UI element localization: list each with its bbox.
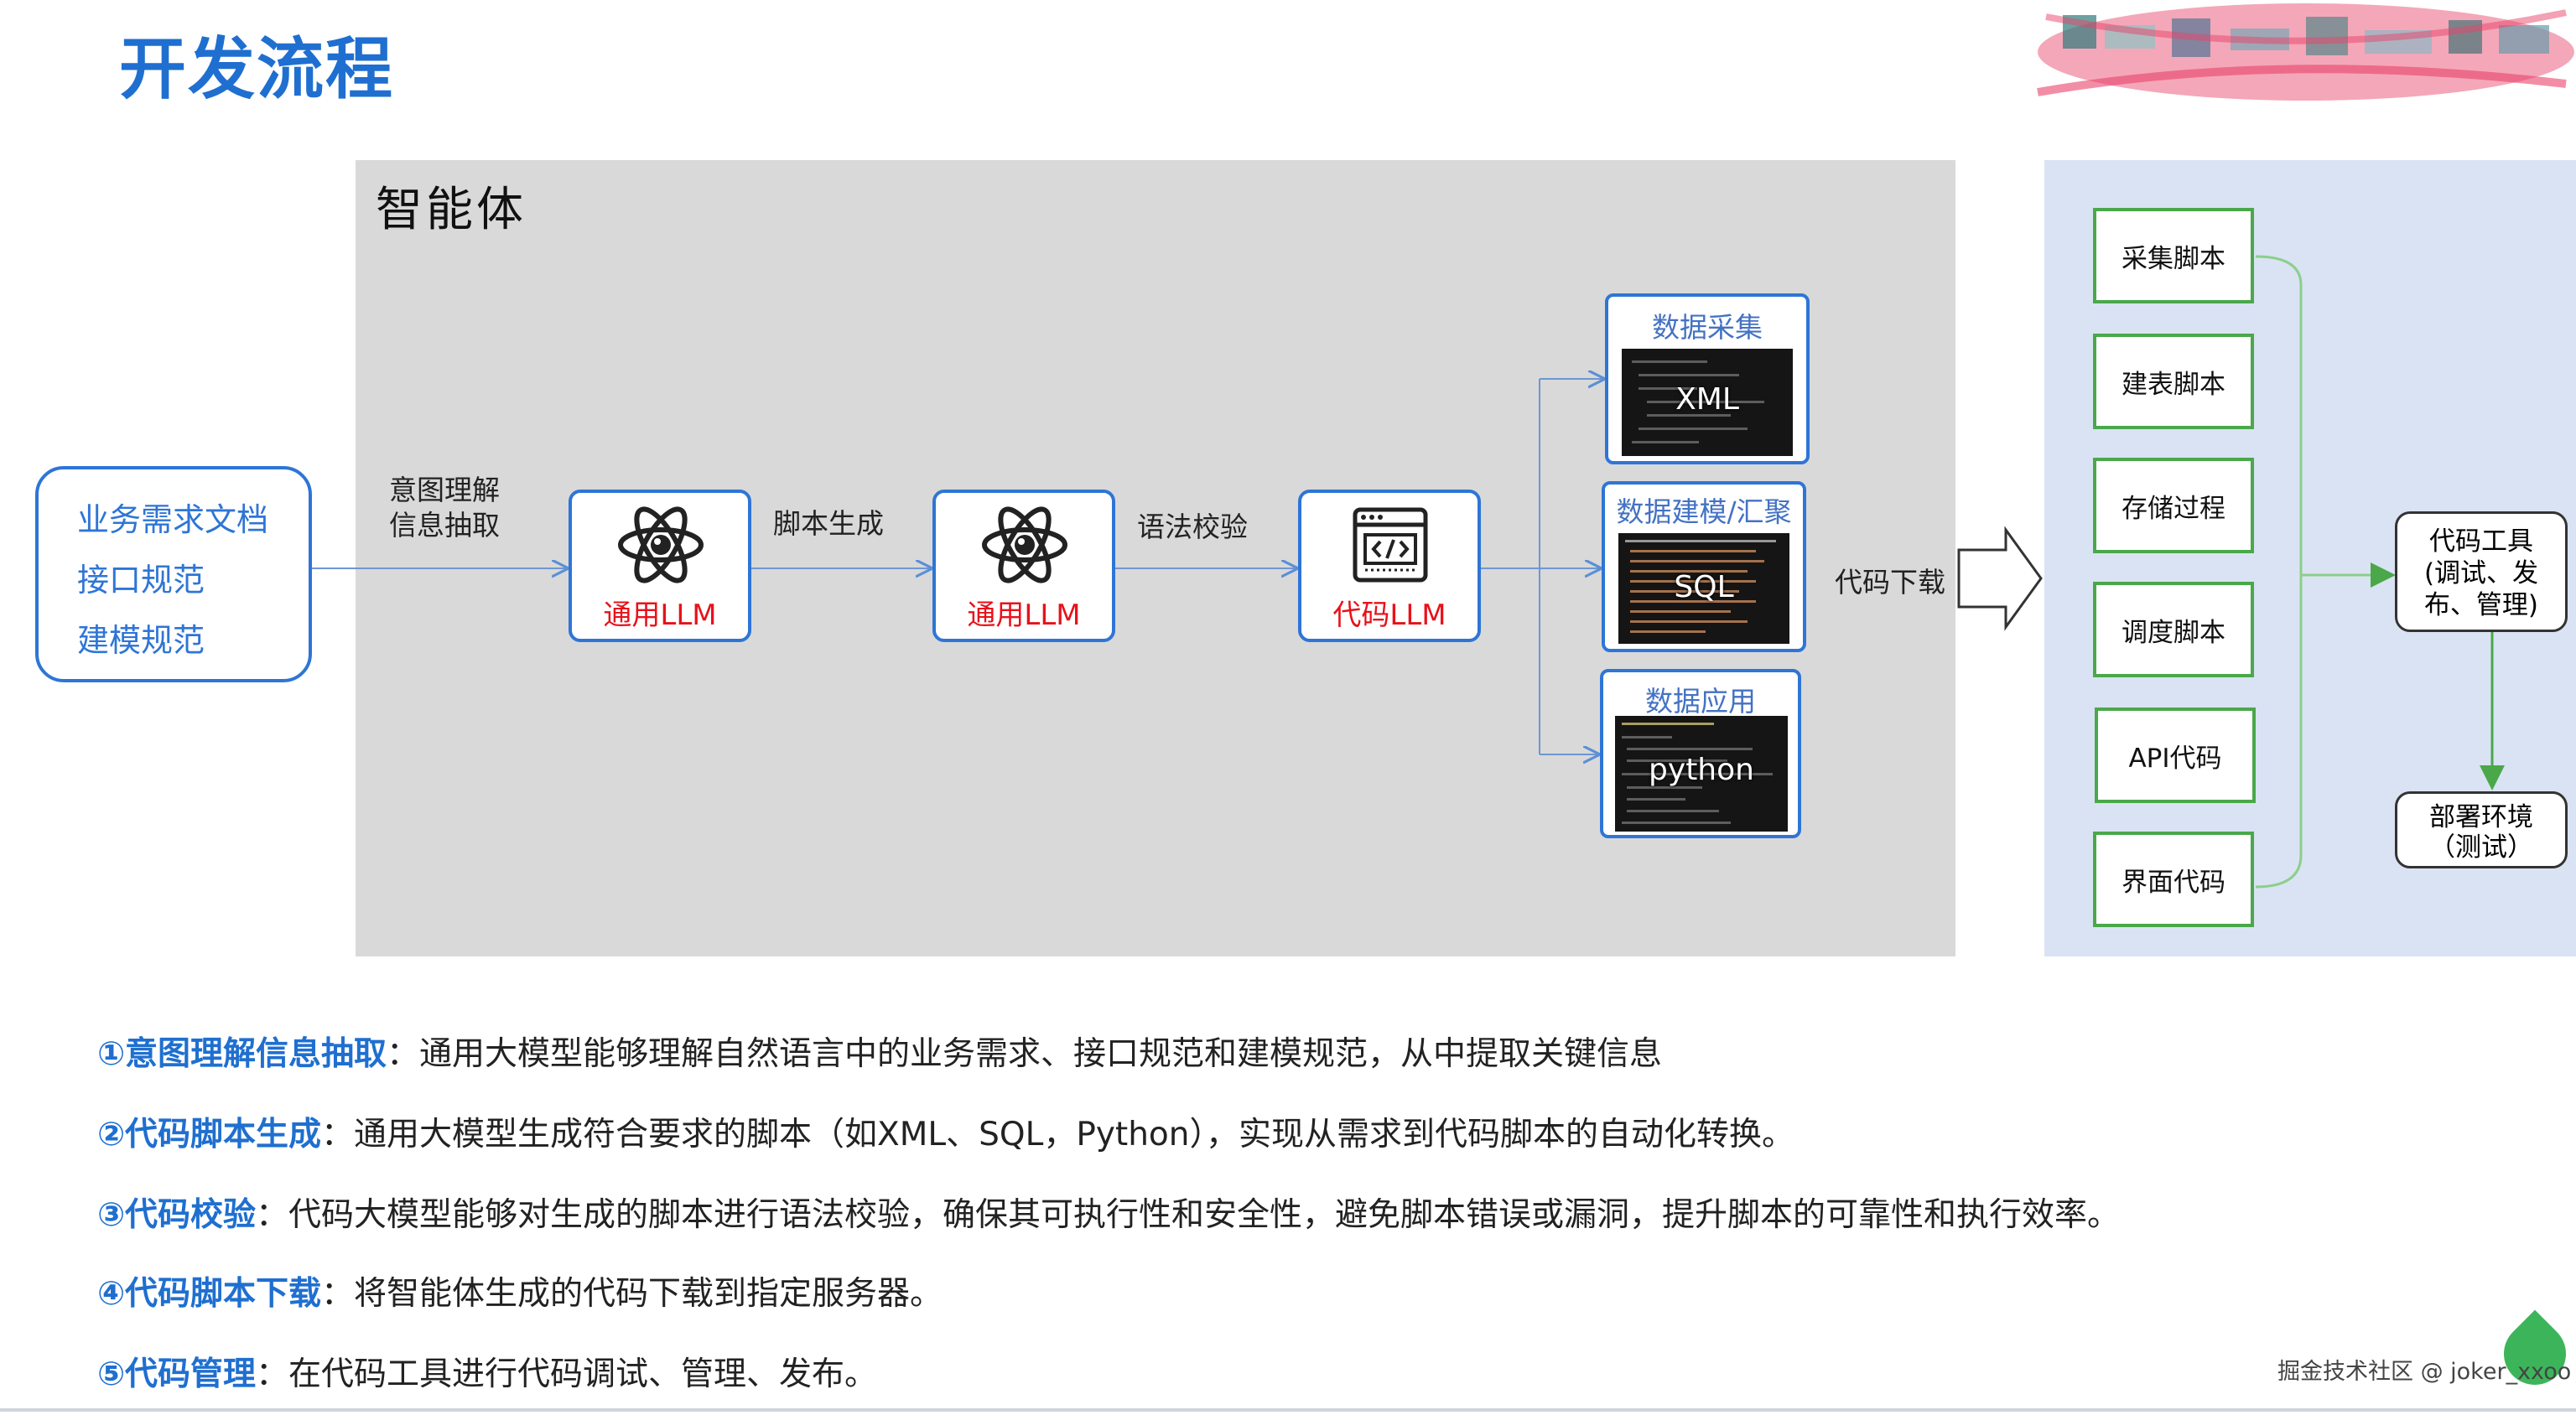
code-window-icon — [1353, 507, 1428, 583]
note-body: 在代码工具进行代码调试、管理、发布。 — [288, 1355, 878, 1393]
note-download: ④代码脚本下载：将智能体生成的代码下载到指定服务器。 — [97, 1267, 943, 1314]
requirements-box: 业务需求文档 接口规范 建模规范 — [35, 466, 312, 682]
note-sep: ： — [321, 1116, 355, 1153]
data-modeling-box: 数据建模/汇聚 SQL — [1602, 481, 1806, 652]
note-head: ③代码校验 — [97, 1196, 257, 1234]
code-tool-line: 布、管理) — [2423, 590, 2539, 620]
script-box-api: API代码 — [2095, 708, 2256, 803]
code-word: python — [1649, 753, 1754, 787]
script-box-schedule: 调度脚本 — [2093, 582, 2254, 677]
download-arrow — [1957, 526, 2043, 631]
code-tool-box: 代码工具 (调试、发 布、管理) — [2395, 511, 2568, 632]
script-box-ui: 界面代码 — [2093, 832, 2254, 927]
bottom-divider — [0, 1408, 2576, 1412]
note-sep: ： — [387, 1035, 420, 1073]
data-collection-box: 数据采集 XML — [1605, 293, 1810, 464]
note-intent: ①意图理解信息抽取：通用大模型能够理解自然语言中的业务需求、接口规范和建模规范，… — [97, 1028, 1662, 1075]
note-body: 代码大模型能够对生成的脚本进行语法校验，确保其可执行性和安全性，避免脚本错误或漏… — [288, 1196, 2121, 1234]
llm-label: 代码LLM — [1332, 599, 1446, 632]
code-word: XML — [1675, 382, 1739, 417]
note-code-check: ③代码校验：代码大模型能够对生成的脚本进行语法校验，确保其可执行性和安全性，避免… — [97, 1189, 2120, 1236]
llm-box-code: 代码LLM — [1298, 490, 1481, 642]
script-box-table: 建表脚本 — [2093, 334, 2254, 429]
data-application-box: 数据应用 python — [1600, 669, 1801, 838]
code-screenshot: XML — [1622, 349, 1793, 456]
agent-panel-title: 智能体 — [376, 183, 527, 237]
note-body: 通用大模型生成符合要求的脚本（如XML、SQL，Python），实现从需求到代码… — [354, 1116, 1795, 1153]
atom-icon — [978, 498, 1072, 592]
note-sep: ： — [256, 1196, 289, 1234]
note-sep: ： — [256, 1355, 289, 1393]
download-label: 代码下载 — [1835, 566, 1945, 599]
note-head: ②代码脚本生成 — [97, 1116, 322, 1153]
note-sep: ： — [321, 1275, 355, 1313]
llm-label: 通用LLM — [967, 599, 1081, 632]
llm-box-general-1: 通用LLM — [569, 490, 751, 642]
script-gen-label: 脚本生成 — [773, 507, 884, 540]
data-output-title: 数据采集 — [1652, 311, 1763, 344]
llm-box-general-2: 通用LLM — [932, 490, 1115, 642]
intent-label-line: 意图理解 — [389, 474, 500, 506]
note-body: 通用大模型能够理解自然语言中的业务需求、接口规范和建模规范，从中提取关键信息 — [419, 1035, 1663, 1073]
note-body: 将智能体生成的代码下载到指定服务器。 — [354, 1275, 943, 1313]
llm-label: 通用LLM — [603, 599, 717, 632]
watermark: 掘金技术社区 @ joker_xxoo — [2277, 1359, 2572, 1385]
script-box-procedure: 存储过程 — [2093, 458, 2254, 553]
requirement-item: 业务需求文档 — [77, 501, 269, 538]
syntax-check-label: 语法校验 — [1137, 511, 1248, 543]
code-tool-line: 代码工具 — [2429, 526, 2533, 557]
page-title: 开发流程 — [119, 30, 394, 108]
note-management: ⑤代码管理：在代码工具进行代码调试、管理、发布。 — [97, 1348, 877, 1395]
deploy-env-box: 部署环境 （测试） — [2395, 791, 2568, 868]
deploy-line: （测试） — [2429, 832, 2533, 863]
code-screenshot: python — [1615, 716, 1788, 832]
note-head: ⑤代码管理 — [97, 1355, 257, 1393]
note-head: ①意图理解信息抽取 — [97, 1035, 387, 1073]
code-tool-line: (调试、发 — [2423, 558, 2539, 588]
intent-label-line: 信息抽取 — [389, 509, 500, 542]
requirement-item: 建模规范 — [77, 622, 205, 659]
requirement-item: 接口规范 — [77, 562, 205, 599]
data-output-title: 数据应用 — [1645, 685, 1756, 718]
intent-label: 意图理解 信息抽取 — [389, 473, 500, 543]
note-head: ④代码脚本下载 — [97, 1275, 322, 1313]
code-screenshot: SQL — [1618, 533, 1789, 644]
redacted-logo-area — [2029, 0, 2576, 109]
data-output-title: 数据建模/汇聚 — [1616, 495, 1792, 528]
note-script-gen: ②代码脚本生成：通用大模型生成符合要求的脚本（如XML、SQL，Python），… — [97, 1108, 1794, 1155]
deploy-line: 部署环境 — [2429, 802, 2533, 832]
atom-icon — [614, 498, 708, 592]
script-box-collection: 采集脚本 — [2093, 208, 2254, 303]
code-word: SQL — [1674, 570, 1734, 604]
